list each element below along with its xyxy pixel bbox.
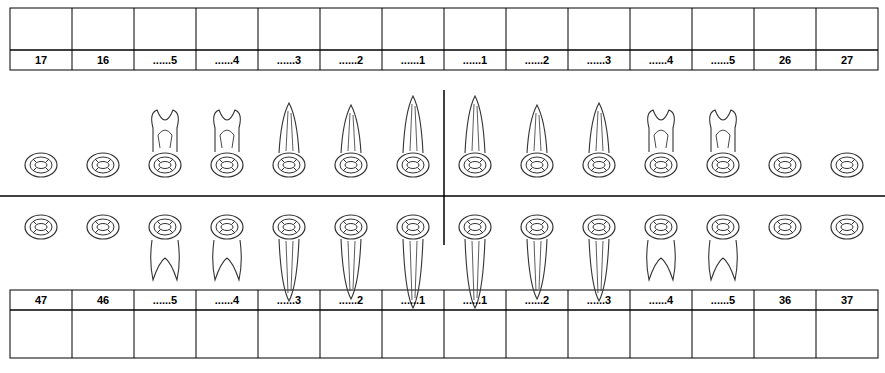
- tooth-profile: [279, 239, 299, 301]
- occlusal-symbol: [397, 215, 429, 239]
- tooth-number: ......4: [196, 50, 258, 70]
- tooth-number: ......4: [630, 50, 692, 70]
- tooth-number: ......1: [444, 290, 506, 310]
- tooth-profile: [647, 240, 676, 280]
- tooth-number: ......2: [320, 290, 382, 310]
- tooth-number: ......3: [258, 290, 320, 310]
- occlusal-symbol: [521, 215, 553, 239]
- chart-table: [10, 290, 878, 358]
- tooth-number: ......2: [506, 50, 568, 70]
- tooth-profile: [527, 105, 547, 153]
- occlusal-symbol: [211, 153, 243, 177]
- tooth-profile: [589, 239, 609, 301]
- occlusal-symbol: [645, 153, 677, 177]
- midline: [443, 90, 445, 245]
- occlusal-symbol: [211, 215, 243, 239]
- tooth-number: ......5: [692, 50, 754, 70]
- tooth-profile: [279, 103, 299, 153]
- tooth-number: 36: [754, 290, 816, 310]
- occlusal-symbol: [831, 215, 863, 239]
- tooth-profile: [589, 103, 609, 153]
- occlusal-symbol: [459, 153, 491, 177]
- tooth-profile: [213, 240, 242, 280]
- tooth-number: 46: [72, 290, 134, 310]
- occlusal-symbol: [707, 215, 739, 239]
- occlusal-symbol: [459, 215, 491, 239]
- jaw-divider: [0, 195, 885, 197]
- tooth-number: ......3: [568, 50, 630, 70]
- tooth-profile: [527, 239, 547, 299]
- tooth-number: ......4: [630, 290, 692, 310]
- occlusal-symbol: [707, 153, 739, 177]
- tooth-profile: [151, 240, 180, 280]
- occlusal-symbol: [583, 215, 615, 239]
- tooth-number: 37: [816, 290, 878, 310]
- tooth-profile: [709, 240, 738, 280]
- tooth-profile: [152, 110, 179, 152]
- occlusal-symbol: [273, 153, 305, 177]
- tooth-profile: [341, 105, 361, 153]
- occlusal-symbol: [25, 215, 57, 239]
- tooth-number: ......5: [134, 50, 196, 70]
- tooth-number: 16: [72, 50, 134, 70]
- occlusal-symbol: [769, 153, 801, 177]
- tooth-number: 26: [754, 50, 816, 70]
- tooth-number: ......1: [444, 50, 506, 70]
- occlusal-symbol: [273, 215, 305, 239]
- tooth-profile: [648, 110, 675, 152]
- occlusal-symbol: [397, 153, 429, 177]
- tooth-profile: [214, 110, 241, 152]
- occlusal-symbol: [335, 153, 367, 177]
- tooth-number: ......1: [382, 50, 444, 70]
- tooth-number: ......3: [568, 290, 630, 310]
- tooth-number: ......2: [506, 290, 568, 310]
- tooth-profile: [710, 110, 737, 152]
- occlusal-symbol: [149, 153, 181, 177]
- tooth-profile: [403, 96, 423, 153]
- occlusal-symbol: [645, 215, 677, 239]
- tooth-profile: [341, 239, 361, 299]
- occlusal-symbol: [583, 153, 615, 177]
- tooth-number: 27: [816, 50, 878, 70]
- occlusal-symbol: [769, 215, 801, 239]
- occlusal-symbol: [87, 153, 119, 177]
- tooth-number: ......5: [692, 290, 754, 310]
- tooth-profile: [465, 96, 485, 153]
- tooth-number: ......5: [134, 290, 196, 310]
- occlusal-symbol: [335, 215, 367, 239]
- tooth-number: ......4: [196, 290, 258, 310]
- occlusal-symbol: [87, 215, 119, 239]
- tooth-number: ......2: [320, 50, 382, 70]
- tooth-number: ......3: [258, 50, 320, 70]
- occlusal-symbol: [521, 153, 553, 177]
- tooth-number: 17: [10, 50, 72, 70]
- occlusal-symbol: [831, 153, 863, 177]
- tooth-number: ......1: [382, 290, 444, 310]
- tooth-number: 47: [10, 290, 72, 310]
- occlusal-symbol: [149, 215, 181, 239]
- chart-table: [10, 8, 878, 70]
- occlusal-symbol: [25, 153, 57, 177]
